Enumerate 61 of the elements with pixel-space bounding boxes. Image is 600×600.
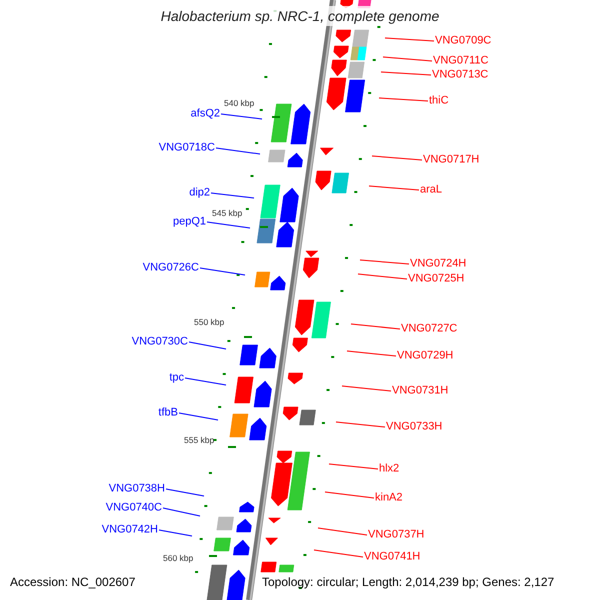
scale-label: 560 kbp — [163, 554, 194, 562]
leader-line — [350, 324, 400, 330]
leader-line — [342, 386, 392, 392]
gene-label: thiC — [429, 96, 449, 106]
scale-label: 555 kbp — [184, 436, 214, 444]
gene-label: tfbB — [158, 408, 178, 418]
gene-label: VNG0731H — [392, 386, 448, 396]
gene-label: VNG0741H — [364, 552, 420, 562]
gene-label: dip2 — [189, 188, 210, 198]
leader-line — [158, 530, 192, 536]
gene-label: VNG0737H — [368, 530, 424, 540]
leader-line — [378, 98, 428, 102]
gene-label: VNG0717H — [423, 154, 480, 166]
gene-label: hlx2 — [379, 464, 400, 474]
gene-label: VNG0742H — [102, 524, 158, 536]
leader-line — [220, 114, 262, 120]
gene-label: araL — [420, 184, 442, 196]
gene-label: VNG0729H — [397, 350, 454, 362]
leader-line — [358, 274, 408, 280]
leader-line — [188, 342, 226, 350]
leader-line — [360, 260, 410, 264]
leader-line — [380, 72, 432, 76]
leader-line — [206, 222, 250, 228]
leader-line — [328, 464, 378, 470]
leader-line — [318, 528, 368, 536]
gene-label: VNG0727C — [401, 324, 458, 334]
gene-label: tpc — [169, 372, 184, 384]
scale-label: 545 kbp — [212, 208, 242, 218]
leader-line — [200, 268, 246, 276]
scale-label: 550 kbp — [194, 318, 224, 326]
gene-label: VNG0711C — [433, 56, 488, 66]
leader-line — [184, 378, 226, 386]
gene-label: afsQ2 — [190, 108, 220, 120]
gene-label: VNG0724H — [410, 258, 466, 270]
gene-label: VNG0726C — [142, 262, 199, 274]
leader-line — [216, 148, 260, 154]
leader-line — [368, 186, 420, 190]
leader-line — [372, 156, 422, 160]
gene-label: VNG0725H — [408, 274, 464, 284]
gene-label: VNG0713C — [432, 70, 488, 80]
leader-line — [346, 350, 396, 356]
genome-info-text: Topology: circular; Length: 2,014,239 bp; Genes: 2,127 — [262, 576, 554, 588]
gene-label: VNG0730C — [132, 336, 188, 348]
leader-line — [384, 38, 434, 42]
gene-label: VNG0733H — [386, 422, 442, 432]
leader-line — [382, 56, 432, 62]
leader-line — [210, 192, 254, 198]
leader-line — [314, 550, 364, 558]
gene-label: pepQ1 — [172, 216, 206, 228]
scale-label: 540 kbp — [224, 98, 254, 108]
gene-label: kinA2 — [375, 492, 403, 504]
leader-line — [324, 492, 374, 498]
leader-line — [336, 422, 386, 428]
accession-text: Accession: NC_002607 — [10, 576, 136, 588]
leader-line — [162, 508, 200, 516]
gene-label: VNG0738H — [108, 484, 165, 494]
leader-line — [166, 488, 204, 496]
gene-label: VNG0709C — [435, 36, 492, 46]
gene-label: VNG0718C — [158, 142, 215, 154]
gene-label: VNG0740C — [106, 502, 162, 514]
leader-line — [178, 412, 218, 420]
